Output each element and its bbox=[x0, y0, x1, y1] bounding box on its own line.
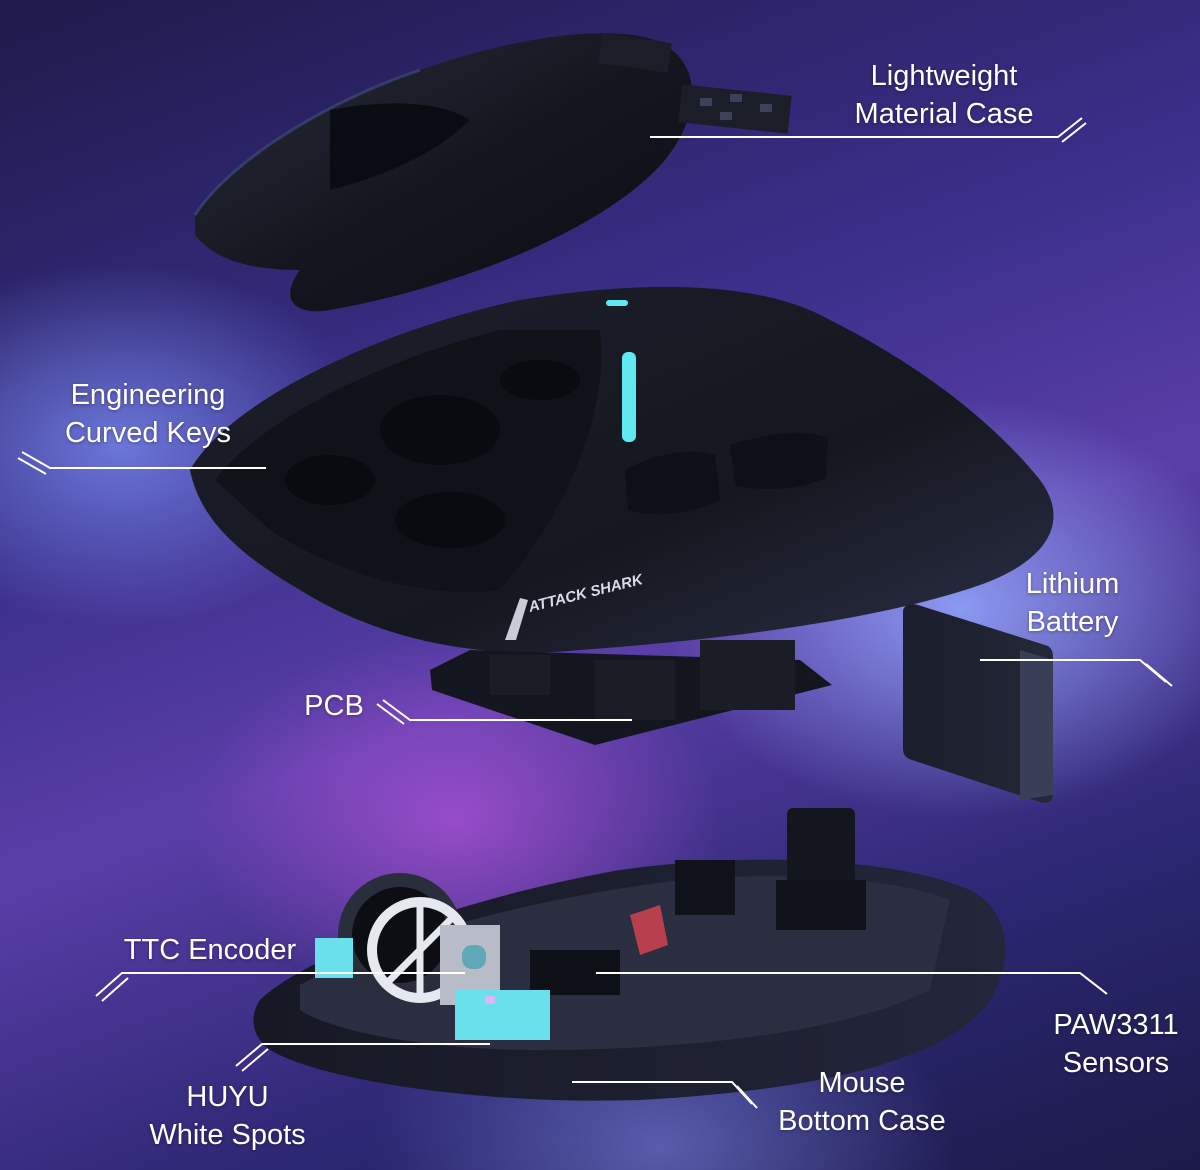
lithium-battery bbox=[903, 604, 1053, 803]
label-engineering-curved-keys: Engineering Curved Keys bbox=[64, 379, 231, 449]
mouse-body: ATTACK SHARK bbox=[190, 286, 1054, 653]
label-mouse-bottom-case: Mouse Bottom Case bbox=[778, 1067, 946, 1137]
label-lithium-battery: Lithium Battery bbox=[1025, 568, 1120, 638]
label-pcb: PCB bbox=[304, 690, 364, 722]
top-shell bbox=[193, 33, 792, 312]
callout-lines bbox=[17, 117, 1173, 1109]
label-ttc-encoder: TTC Encoder bbox=[123, 934, 297, 966]
pcb-board bbox=[430, 640, 832, 745]
bottom-case bbox=[253, 808, 1006, 1101]
label-lightweight-material-case: Lightweight Material Case bbox=[854, 60, 1034, 130]
label-paw3311-sensors: PAW3311 Sensors bbox=[1053, 1009, 1179, 1079]
label-huyu-white-spots: HUYU White Spots bbox=[149, 1081, 306, 1151]
